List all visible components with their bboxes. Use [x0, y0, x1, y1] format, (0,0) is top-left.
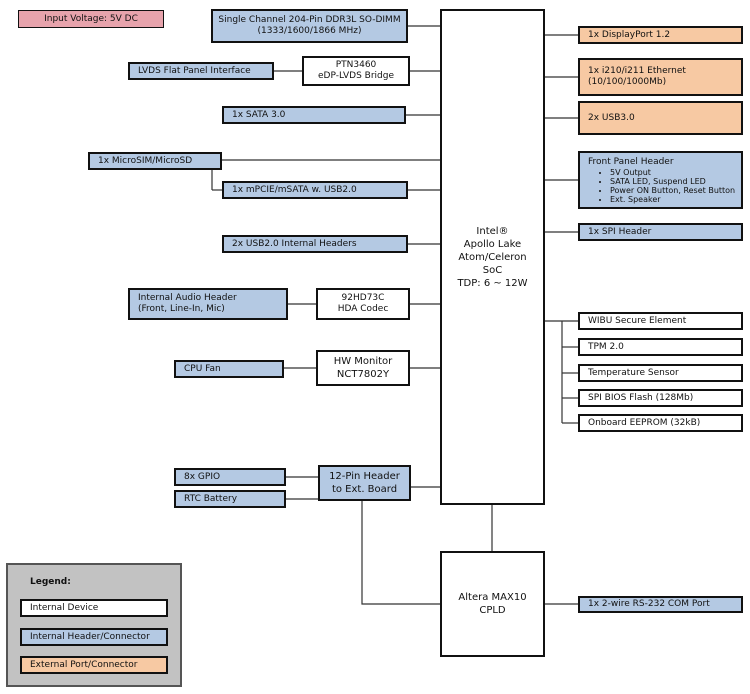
gpio-box: 8x GPIO — [174, 468, 286, 486]
wibu-label: WIBU Secure Element — [588, 315, 687, 326]
ptn-label-2: eDP-LVDS Bridge — [318, 71, 394, 81]
ptn-label-1: PTN3460 — [335, 60, 377, 70]
legend-title: Legend: — [30, 577, 71, 587]
front-panel-box: Front Panel Header 5V Output SATA LED, S… — [578, 151, 743, 209]
input-voltage-label: Input Voltage: 5V DC — [44, 13, 138, 24]
displayport-box: 1x DisplayPort 1.2 — [578, 26, 743, 44]
temp-sensor-box: Temperature Sensor — [578, 364, 743, 382]
lvds-label: LVDS Flat Panel Interface — [138, 65, 251, 76]
legend-internal-header: Internal Header/Connector — [20, 628, 168, 646]
front-panel-item: 5V Output — [610, 168, 735, 177]
temp-sensor-label: Temperature Sensor — [588, 367, 679, 378]
pin-header-label-1: 12-Pin Header — [329, 471, 400, 482]
legend: Legend: Internal Device Internal Header/… — [6, 563, 182, 687]
hwmon-box: HW Monitor NCT7802Y — [316, 350, 410, 386]
gpio-label: 8x GPIO — [184, 471, 221, 482]
sata-label: 1x SATA 3.0 — [232, 109, 286, 120]
cpld-label-1: Altera MAX10 — [458, 592, 527, 603]
input-voltage-box: Input Voltage: 5V DC — [18, 10, 164, 28]
eeprom-label: Onboard EEPROM (32kB) — [588, 417, 701, 428]
sata-box: 1x SATA 3.0 — [222, 106, 406, 124]
soc-label-3: Atom/Celeron — [458, 251, 527, 263]
legend-internal-header-label: Internal Header/Connector — [30, 631, 150, 642]
spi-flash-label: SPI BIOS Flash (128Mb) — [588, 392, 694, 403]
cpu-fan-label: CPU Fan — [184, 363, 221, 374]
ethernet-label-2: (10/100/1000Mb) — [588, 77, 667, 87]
mpcie-label: 1x mPCIE/mSATA w. USB2.0 — [232, 184, 357, 195]
usb3-box: 2x USB3.0 — [578, 101, 743, 135]
soc-box: Intel® Apollo Lake Atom/Celeron SoC TDP:… — [440, 9, 545, 505]
pin-header-label-2: to Ext. Board — [331, 484, 398, 495]
spi-header-box: 1x SPI Header — [578, 223, 743, 241]
rs232-box: 1x 2-wire RS-232 COM Port — [578, 596, 743, 613]
tpm-label: TPM 2.0 — [588, 341, 624, 352]
legend-external-port: External Port/Connector — [20, 656, 168, 674]
wibu-box: WIBU Secure Element — [578, 312, 743, 330]
codec-box: 92HD73C HDA Codec — [316, 288, 410, 320]
dimm-box: Single Channel 204-Pin DDR3L SO-DIMM (13… — [211, 9, 408, 43]
cpld-box: Altera MAX10 CPLD — [440, 551, 545, 657]
rtc-label: RTC Battery — [184, 493, 238, 504]
codec-label-2: HDA Codec — [337, 304, 389, 314]
mpcie-box: 1x mPCIE/mSATA w. USB2.0 — [222, 181, 408, 199]
codec-label-1: 92HD73C — [341, 293, 385, 303]
usb2-label: 2x USB2.0 Internal Headers — [232, 238, 357, 249]
dimm-label-1: Single Channel 204-Pin DDR3L SO-DIMM — [218, 15, 401, 25]
rs232-label: 1x 2-wire RS-232 COM Port — [588, 599, 710, 609]
soc-label-5: TDP: 6 ~ 12W — [457, 277, 528, 289]
hwmon-label-2: NCT7802Y — [336, 369, 390, 380]
rtc-box: RTC Battery — [174, 490, 286, 508]
ethernet-box: 1x i210/i211 Ethernet (10/100/1000Mb) — [578, 58, 743, 96]
audio-header-label-1: Internal Audio Header — [138, 293, 237, 303]
soc-label-4: SoC — [482, 264, 503, 276]
legend-external-port-label: External Port/Connector — [30, 659, 138, 670]
ptn-box: PTN3460 eDP-LVDS Bridge — [302, 56, 410, 86]
dimm-label-2: (1333/1600/1866 MHz) — [257, 26, 362, 36]
usb2-box: 2x USB2.0 Internal Headers — [222, 235, 408, 253]
front-panel-item: Power ON Button, Reset Button — [610, 186, 735, 195]
pin-header-box: 12-Pin Header to Ext. Board — [318, 465, 411, 501]
legend-internal-device: Internal Device — [20, 599, 168, 617]
legend-internal-device-label: Internal Device — [30, 602, 99, 613]
lvds-box: LVDS Flat Panel Interface — [128, 62, 274, 80]
front-panel-item: Ext. Speaker — [610, 195, 735, 204]
microsim-box: 1x MicroSIM/MicroSD — [88, 152, 222, 170]
cpld-label-2: CPLD — [479, 605, 506, 616]
ethernet-label-1: 1x i210/i211 Ethernet — [588, 66, 686, 76]
microsim-label: 1x MicroSIM/MicroSD — [98, 155, 193, 166]
hwmon-label-1: HW Monitor — [333, 356, 393, 367]
cpu-fan-box: CPU Fan — [174, 360, 284, 378]
eeprom-box: Onboard EEPROM (32kB) — [578, 414, 743, 432]
line-header-cpld — [361, 501, 440, 605]
spi-header-label: 1x SPI Header — [588, 226, 652, 237]
front-panel-title: Front Panel Header — [588, 156, 674, 167]
tpm-box: TPM 2.0 — [578, 338, 743, 356]
displayport-label: 1x DisplayPort 1.2 — [588, 29, 671, 40]
audio-header-label-2: (Front, Line-In, Mic) — [138, 304, 225, 314]
soc-label-1: Intel® — [476, 225, 509, 237]
soc-label-2: Apollo Lake — [463, 238, 522, 250]
spi-flash-box: SPI BIOS Flash (128Mb) — [578, 389, 743, 407]
front-panel-item: SATA LED, Suspend LED — [610, 177, 735, 186]
usb3-label: 2x USB3.0 — [588, 112, 635, 123]
front-panel-list: 5V Output SATA LED, Suspend LED Power ON… — [588, 168, 735, 204]
audio-header-box: Internal Audio Header (Front, Line-In, M… — [128, 288, 288, 320]
